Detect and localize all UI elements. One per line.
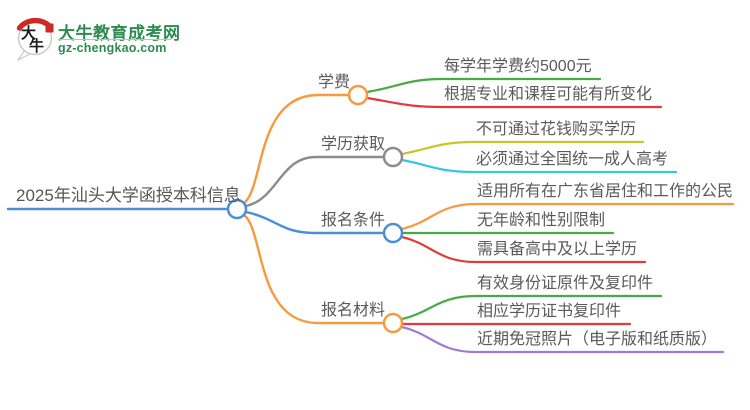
leaf-materials-id-label: 有效身份证原件及复印件	[477, 275, 654, 292]
branch-tuition-label: 学费	[318, 74, 351, 91]
leaf-conditions-residents-wire	[400, 202, 735, 231]
site-logo: 大 牛 大牛教育成考网 gz-chengkao.com	[12, 10, 182, 66]
leaf-materials-photo-wire	[400, 325, 725, 354]
site-title: 大牛教育成考网	[58, 24, 181, 43]
leaf-tuition-amount-label: 每学年学费约5000元	[444, 58, 592, 75]
leaf-tuition-vary-wire	[365, 96, 663, 109]
leaf-conditions-nolimit-label: 无年龄和性别限制	[477, 212, 606, 229]
branch-materials-node	[382, 312, 404, 334]
leaf-conditions-highschool-wire	[400, 235, 647, 264]
logo-red-seal	[45, 23, 54, 33]
branch-materials-label: 报名材料	[321, 302, 386, 319]
branch-conditions-wire	[244, 210, 385, 235]
logo-divider	[58, 39, 171, 40]
logo-char-bottom: 牛	[29, 37, 44, 55]
branch-conditions-node	[382, 222, 404, 244]
branch-tuition-node	[347, 84, 369, 106]
leaf-degree-nobuy-wire	[400, 140, 645, 156]
branch-degree-node	[382, 146, 404, 168]
branch-conditions-label: 报名条件	[321, 212, 386, 229]
branch-materials-wire	[242, 213, 385, 325]
root-node	[226, 198, 248, 220]
branch-degree-wire	[244, 155, 385, 208]
leaf-materials-id-wire	[400, 294, 663, 321]
leaf-tuition-vary-label: 根据专业和课程可能有所变化	[444, 86, 653, 103]
site-logo-icon: 大 牛	[16, 17, 54, 61]
site-domain: gz-chengkao.com	[58, 41, 167, 55]
leaf-degree-exam-wire	[400, 158, 678, 174]
root-topic-label: 2025年汕头大学函授本科信息	[16, 186, 241, 205]
branch-tuition-wire	[242, 93, 350, 205]
logo-char-top: 大	[21, 24, 36, 42]
leaf-materials-photo-label: 近期免冠照片（电子版和纸质版）	[477, 331, 718, 348]
leaf-conditions-residents-label: 适用所有在广东省居住和工作的公民	[477, 183, 734, 200]
branch-degree-label: 学历获取	[321, 136, 386, 153]
leaf-tuition-amount-wire	[365, 77, 602, 94]
leaf-conditions-highschool-label: 需具备高中及以上学历	[477, 241, 638, 258]
leaf-degree-exam-label: 必须通过全国统一成人高考	[476, 151, 669, 168]
leaf-materials-certificate-label: 相应学历证书复印件	[477, 303, 622, 320]
leaf-degree-nobuy-label: 不可通过花钱购买学历	[476, 121, 637, 138]
